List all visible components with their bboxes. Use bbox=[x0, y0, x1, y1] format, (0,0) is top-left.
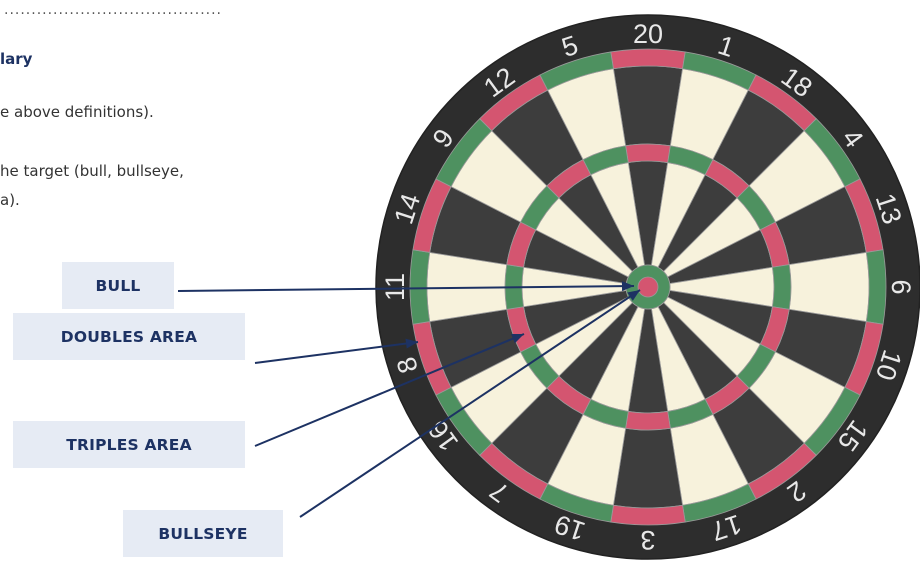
bullseye-label: BULLSEYE bbox=[123, 510, 283, 557]
board-number: 3 bbox=[640, 525, 655, 555]
doubles-area-label: DOUBLES AREA bbox=[13, 313, 245, 360]
segment-20-triple bbox=[626, 144, 671, 163]
segment-3-double bbox=[611, 505, 685, 525]
board-number: 20 bbox=[633, 19, 663, 49]
board-number: 11 bbox=[380, 273, 410, 301]
segment-20-double bbox=[611, 49, 685, 69]
board-number: 6 bbox=[886, 279, 916, 294]
segment-6-triple bbox=[772, 265, 791, 310]
bull-label: BULL bbox=[62, 262, 174, 309]
segment-3-triple bbox=[626, 411, 671, 430]
segment-6-double bbox=[866, 250, 886, 324]
segment-11-double bbox=[410, 250, 430, 324]
bullseye bbox=[638, 277, 658, 297]
triples-area-label: TRIPLES AREA bbox=[13, 421, 245, 468]
